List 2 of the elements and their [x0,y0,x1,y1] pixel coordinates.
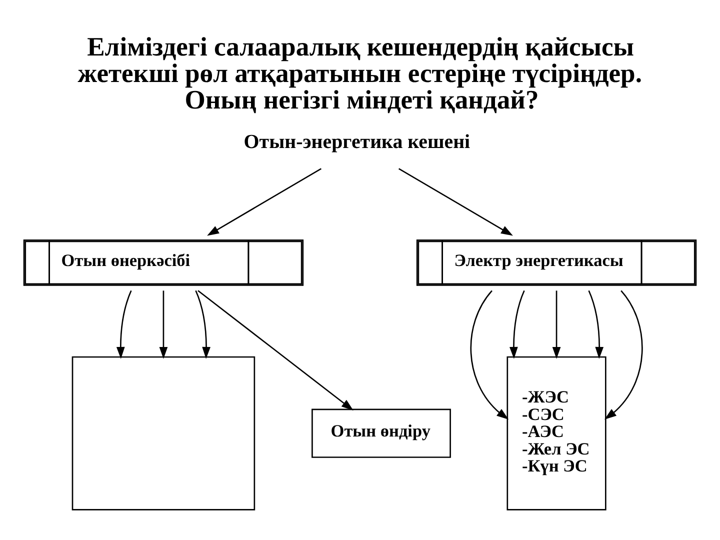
node-text: Отын-энергетика кешені [244,130,470,153]
diagram-title: Еліміздегі салааралық кешендердің қайсысы жетекші рөл атқаратынын естеріңе түсіріңдер. Оның негізгі міндеті қандай? [78,32,642,115]
